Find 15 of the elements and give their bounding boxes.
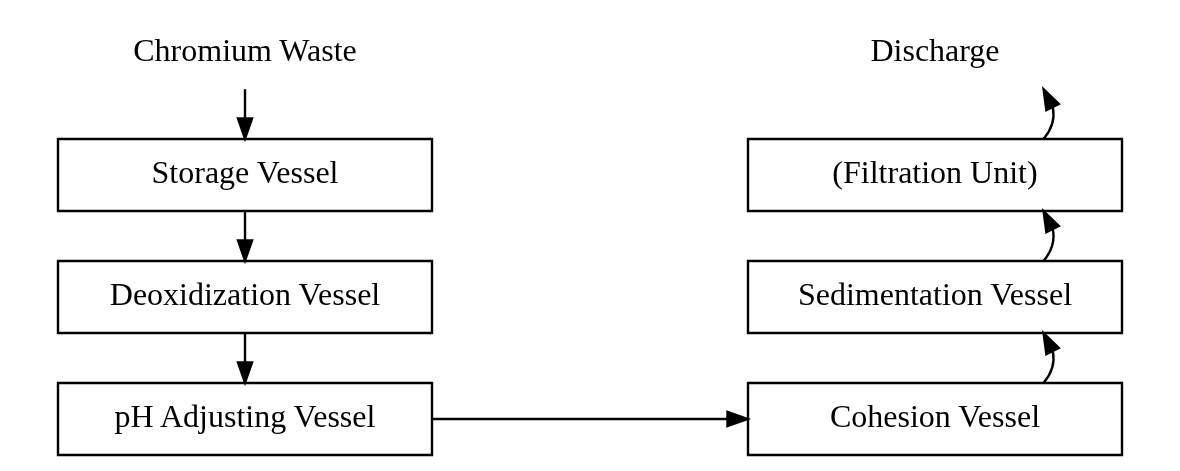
arrow (1041, 329, 1061, 383)
node-box: Storage Vessel (56, 137, 434, 212)
arrow (236, 210, 254, 264)
node-text: Discharge (870, 31, 1000, 68)
arrow (236, 332, 254, 386)
node-box: pH Adjusting Vessel (56, 381, 434, 456)
node-box: Cohesion Vessel (746, 381, 1124, 456)
arrow (1041, 85, 1061, 139)
arrow (432, 409, 752, 428)
node-box: Deoxidization Vessel (56, 259, 434, 334)
node-box: Sedimentation Vessel (746, 259, 1124, 334)
node-text: Chromium Waste (133, 31, 357, 68)
node-box: (Filtration Unit) (746, 137, 1124, 212)
arrow (236, 88, 254, 142)
arrow (1041, 207, 1061, 261)
